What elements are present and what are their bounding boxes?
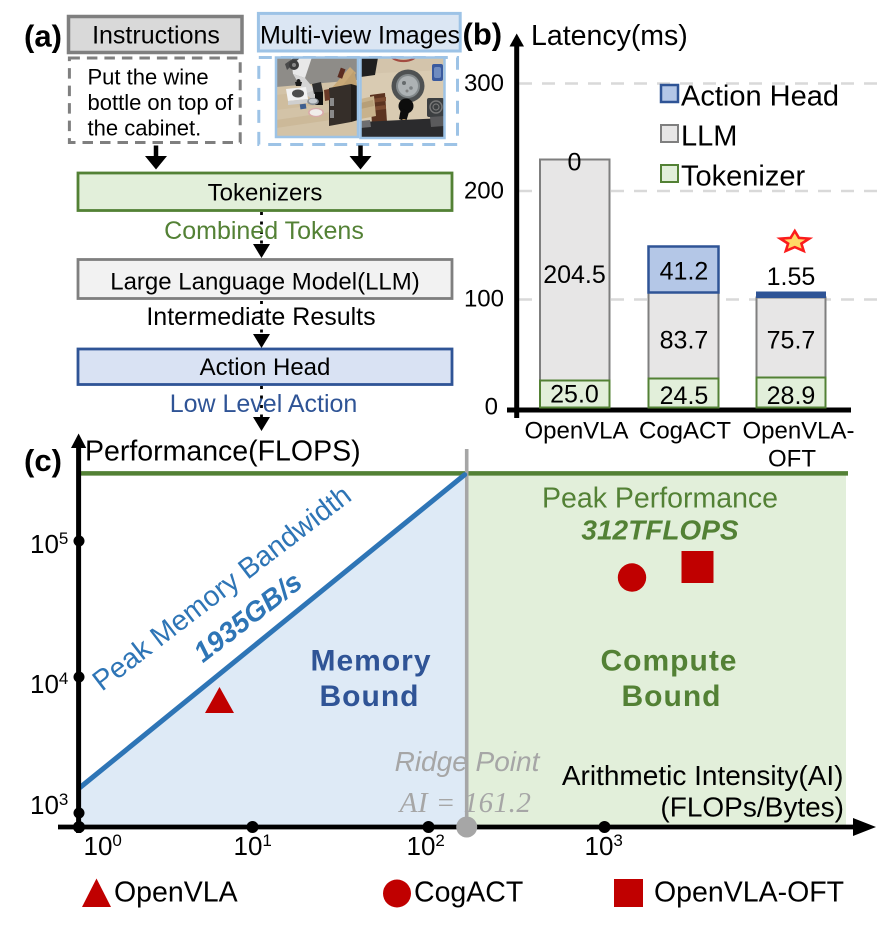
svg-text:Action Head: Action Head xyxy=(681,81,839,113)
svg-text:AI = 161.2: AI = 161.2 xyxy=(398,787,532,819)
svg-text:Instructions: Instructions xyxy=(92,22,220,50)
svg-text:OpenVLA: OpenVLA xyxy=(524,418,628,445)
svg-text:300: 300 xyxy=(464,70,504,97)
svg-text:102: 102 xyxy=(407,831,445,861)
svg-text:CogACT: CogACT xyxy=(639,418,731,445)
svg-text:28.9: 28.9 xyxy=(767,382,816,410)
svg-text:Compute: Compute xyxy=(601,645,738,678)
svg-text:OFT: OFT xyxy=(768,446,816,473)
svg-text:the cabinet.: the cabinet. xyxy=(88,116,202,141)
svg-text:Performance(FLOPS): Performance(FLOPS) xyxy=(85,436,361,468)
svg-text:Intermediate Results: Intermediate Results xyxy=(146,303,375,331)
svg-text:0: 0 xyxy=(568,149,582,177)
svg-text:(c): (c) xyxy=(24,443,62,478)
svg-text:Latency(ms): Latency(ms) xyxy=(531,20,688,52)
svg-text:Tokenizer: Tokenizer xyxy=(681,161,805,193)
svg-text:Bound: Bound xyxy=(320,680,420,713)
svg-text:CogACT: CogACT xyxy=(414,877,523,909)
svg-text:Action Head: Action Head xyxy=(200,354,331,381)
svg-text:41.2: 41.2 xyxy=(660,258,709,286)
svg-text:75.7: 75.7 xyxy=(767,327,816,355)
svg-text:bottle on top of: bottle on top of xyxy=(88,90,234,115)
svg-text:Large Language Model(LLM): Large Language Model(LLM) xyxy=(110,269,420,296)
svg-text:Tokenizers: Tokenizers xyxy=(208,180,323,207)
svg-text:OpenVLA-: OpenVLA- xyxy=(742,418,854,445)
svg-text:24.5: 24.5 xyxy=(660,382,709,410)
svg-text:83.7: 83.7 xyxy=(660,327,709,355)
svg-text:Peak Performance: Peak Performance xyxy=(542,483,778,515)
svg-text:Ridge Point: Ridge Point xyxy=(395,746,541,777)
svg-text:204.5: 204.5 xyxy=(543,261,606,289)
svg-text:312TFLOPS: 312TFLOPS xyxy=(581,515,738,546)
svg-text:(b): (b) xyxy=(463,17,503,52)
svg-text:200: 200 xyxy=(464,178,504,205)
svg-text:Memory: Memory xyxy=(310,645,431,678)
svg-text:(a): (a) xyxy=(24,19,62,54)
svg-text:OpenVLA-OFT: OpenVLA-OFT xyxy=(654,877,844,909)
svg-text:25.0: 25.0 xyxy=(550,381,599,409)
svg-text:Bound: Bound xyxy=(622,680,722,713)
svg-text:Multi-view Images: Multi-view Images xyxy=(260,22,460,50)
svg-text:LLM: LLM xyxy=(681,121,737,153)
svg-text:0: 0 xyxy=(485,394,498,421)
svg-text:Low Level Action: Low Level Action xyxy=(170,390,358,418)
svg-text:OpenVLA: OpenVLA xyxy=(114,877,238,909)
svg-text:100: 100 xyxy=(464,286,504,313)
svg-text:Arithmetic Intensity(AI): Arithmetic Intensity(AI) xyxy=(562,760,844,791)
svg-text:Put the wine: Put the wine xyxy=(88,65,209,90)
svg-text:1.55: 1.55 xyxy=(767,263,816,291)
svg-text:(FLOPs/Bytes): (FLOPs/Bytes) xyxy=(660,792,844,823)
svg-text:Combined Tokens: Combined Tokens xyxy=(164,217,364,245)
